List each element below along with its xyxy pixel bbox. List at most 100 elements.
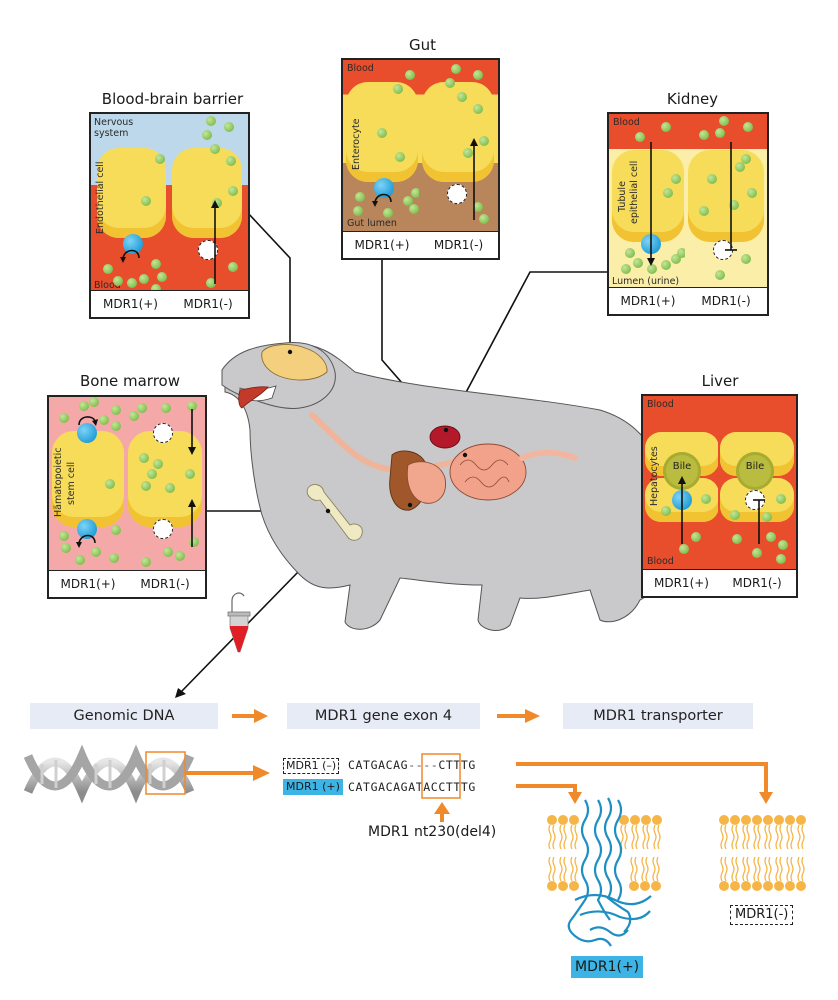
label-mdr1-negative: MDR1(-)	[685, 287, 767, 314]
connector-bbb-brain	[246, 211, 291, 352]
drug-substrate-molecule	[405, 70, 415, 80]
drug-substrate-molecule	[127, 278, 137, 288]
drug-substrate-molecule	[137, 403, 147, 413]
drug-substrate-molecule	[395, 152, 405, 162]
drug-substrate-molecule	[625, 248, 635, 258]
drug-substrate-molecule	[79, 401, 89, 411]
drug-substrate-molecule	[403, 196, 413, 206]
tag-mdr1-minus: MDR1 (–)	[283, 758, 340, 774]
drug-substrate-molecule	[89, 397, 99, 407]
drug-substrate-molecule	[153, 459, 163, 469]
label-mdr1-positive: MDR1(+)	[343, 231, 421, 258]
label-gut-lumen: Gut lumen	[347, 218, 397, 229]
drug-substrate-molecule	[409, 204, 419, 214]
kidney-arrows	[647, 142, 737, 266]
drug-substrate-molecule	[473, 202, 483, 212]
mdr1-pump	[374, 178, 394, 198]
drug-substrate-molecule	[157, 272, 167, 282]
drug-substrate-molecule	[776, 494, 786, 504]
seq-prefix: CATGACAG	[348, 758, 409, 772]
label-mdr1-negative: MDR1(-)	[168, 290, 248, 317]
drug-substrate-molecule	[141, 196, 151, 206]
drug-substrate-molecule	[776, 554, 786, 564]
label-blood: Blood	[613, 117, 640, 128]
dog-colon	[519, 449, 578, 461]
drug-substrate-molecule	[99, 415, 109, 425]
drug-substrate-molecule	[729, 200, 739, 210]
drug-substrate-molecule	[671, 174, 681, 184]
drug-substrate-molecule	[732, 534, 742, 544]
drug-substrate-molecule	[747, 188, 757, 198]
drug-substrate-molecule	[141, 557, 151, 567]
kidney-attach-dot	[443, 427, 449, 433]
label-lumen-urine: Lumen (urine)	[612, 276, 680, 287]
deletion-highlight-box	[421, 753, 461, 799]
label-transporter-mdr1-plus: MDR1(+)	[571, 956, 644, 978]
panel-bone-marrow: Hämatopoietic stem cell MDR1(+) MDR1(-)	[47, 395, 207, 599]
drug-substrate-molecule	[212, 198, 222, 208]
panel-title-bbb: Blood-brain barrier	[101, 90, 244, 108]
panel-gut: Blood Enterocyte Gut lumen MDR1(+) MDR1(…	[341, 58, 500, 260]
drug-substrate-molecule	[187, 401, 197, 411]
drug-substrate-molecule	[473, 104, 483, 114]
drug-substrate-molecule	[111, 405, 121, 415]
seq-suffix: CTTTG	[438, 758, 476, 772]
efflux-arrow	[122, 249, 140, 259]
panel-liver: Bile Blood Hepatocytes Blood Bile MDR1(+…	[641, 394, 798, 598]
drug-substrate-molecule	[355, 192, 365, 202]
bbb-mdr1-negative	[168, 114, 248, 291]
drug-substrate-molecule	[707, 174, 717, 184]
drug-substrate-molecule	[735, 162, 745, 172]
drug-substrate-molecule	[165, 483, 175, 493]
bile-canaliculus: Bile	[736, 452, 774, 490]
drug-substrate-molecule	[393, 84, 403, 94]
drug-substrate-molecule	[129, 411, 139, 421]
drug-substrate-molecule	[479, 214, 489, 224]
bbb-arrows	[120, 200, 219, 284]
bone-marrow-arrows	[76, 409, 196, 548]
missing-pump-top	[153, 423, 173, 443]
panel-kidney: Blood Tubule epithelial cell Lumen (urin…	[607, 112, 769, 316]
drug-substrate-molecule	[103, 264, 113, 274]
flow-arrow-1	[232, 709, 268, 723]
seq-suffix: CTTTG	[438, 780, 476, 794]
drug-substrate-molecule	[752, 548, 762, 558]
drug-substrate-molecule	[105, 479, 115, 489]
label-blood: Blood	[347, 63, 374, 74]
label-mdr1-positive: MDR1(+)	[609, 287, 687, 314]
label-nervous-system: Nervous system	[94, 117, 134, 139]
drug-substrate-molecule	[59, 413, 69, 423]
drug-substrate-molecule	[411, 188, 421, 198]
seq-deletion-gap: ----	[408, 758, 439, 772]
label-mdr1-negative: MDR1(-)	[125, 570, 205, 597]
drug-substrate-molecule	[141, 481, 151, 491]
drug-substrate-molecule	[715, 128, 725, 138]
drug-substrate-molecule	[111, 525, 121, 535]
dog-kidney	[429, 425, 461, 449]
drug-substrate-molecule	[113, 276, 123, 286]
missing-pump	[447, 184, 467, 204]
drug-substrate-molecule	[463, 148, 473, 158]
label-blood: Blood	[94, 280, 121, 291]
drug-substrate-molecule	[226, 156, 236, 166]
bone-attach-dot	[325, 508, 331, 514]
drug-substrate-molecule	[457, 92, 467, 102]
drug-substrate-molecule	[139, 453, 149, 463]
drug-substrate-molecule	[151, 259, 161, 269]
label-mdr1-negative: MDR1(-)	[718, 569, 796, 596]
drug-substrate-molecule	[445, 78, 455, 88]
drug-substrate-molecule	[224, 122, 234, 132]
mdr1-pump-top	[77, 423, 97, 443]
drug-substrate-molecule	[621, 264, 631, 274]
gut-arrows	[372, 138, 478, 220]
panel-blood-brain-barrier: Nervous system Endothelial cell Blood MD…	[89, 112, 250, 319]
drug-substrate-molecule	[161, 403, 171, 413]
drug-substrate-molecule	[111, 421, 121, 431]
drug-substrate-molecule	[202, 130, 212, 140]
drug-substrate-molecule	[155, 154, 165, 164]
drug-substrate-molecule	[679, 544, 689, 554]
drug-substrate-molecule	[741, 254, 751, 264]
